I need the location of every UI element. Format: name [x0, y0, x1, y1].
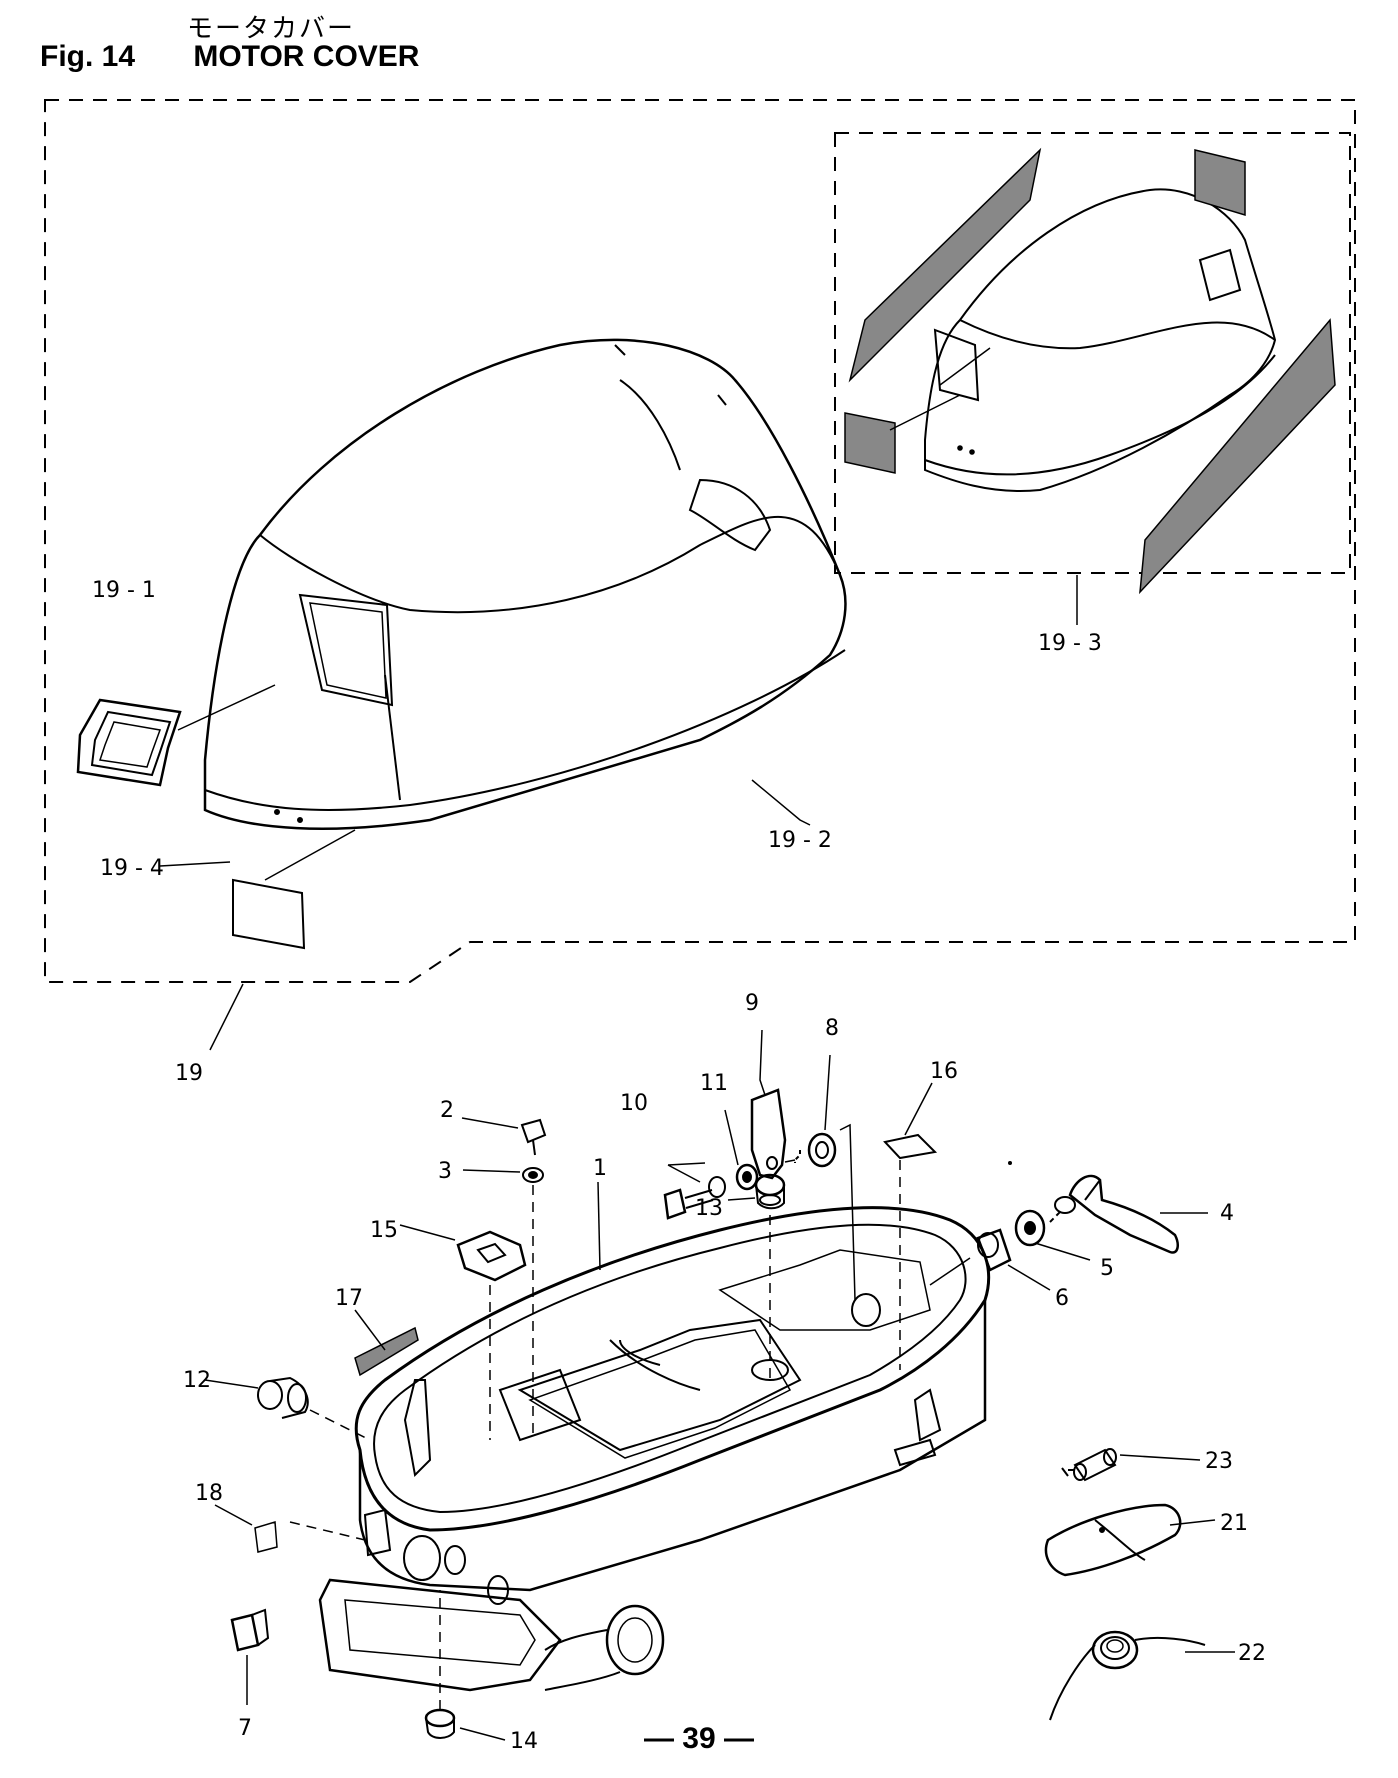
part-12-plug [204, 1376, 371, 1441]
japanese-title: モータカバー [187, 14, 356, 44]
callout-8: 8 [825, 1016, 839, 1041]
part-6-bush [929, 1228, 1051, 1291]
decal-top-right [1194, 149, 1246, 217]
callout-18: 18 [195, 1481, 223, 1506]
callout-12: 12 [183, 1368, 211, 1393]
part-3-washer [462, 1167, 544, 1440]
part-2-screw [461, 1117, 547, 1156]
callout-13: 13 [695, 1196, 723, 1221]
callout-19: 19 [175, 1061, 203, 1086]
part-15-grommet [399, 1224, 527, 1440]
part-17-label [354, 1309, 419, 1377]
callout-7: 7 [238, 1716, 252, 1741]
part-13-grommet [727, 1173, 786, 1385]
callout-3: 3 [438, 1159, 452, 1184]
callout-9: 9 [745, 991, 759, 1016]
top-cowling [203, 338, 847, 830]
figure-number: Fig. 14 [40, 40, 136, 73]
decal-left-upper [848, 147, 1042, 383]
callout-11: 11 [700, 1071, 728, 1096]
figure-title: MOTOR COVER [193, 40, 420, 73]
callout-23: 23 [1205, 1449, 1233, 1474]
part-14-grommet [424, 1590, 506, 1741]
decal-front-leader [889, 394, 961, 431]
callout-10: 10 [620, 1091, 648, 1116]
figure-heading: Fig. 14 MOTOR COVER [40, 40, 419, 74]
part-18-label [214, 1504, 366, 1553]
callout-16: 16 [930, 1059, 958, 1084]
callout-2: 2 [440, 1098, 454, 1123]
callout-1: 1 [593, 1156, 607, 1181]
part-11-washer [708, 1109, 759, 1198]
callout-19-2: 19 - 2 [768, 828, 832, 853]
part-7-damper [230, 1608, 270, 1705]
callout-15: 15 [370, 1218, 398, 1243]
leader-19 [209, 983, 244, 1051]
part-4-handle [1054, 1174, 1208, 1254]
part-8-seal [784, 1054, 856, 1301]
group-19-3-boundary [834, 132, 1351, 574]
part-9-lever [750, 1029, 787, 1180]
decal-cowling [924, 188, 1277, 492]
callout-14: 14 [510, 1729, 538, 1754]
decal-right-lower [1139, 318, 1336, 595]
part-19-4-label [159, 829, 356, 950]
callout-4: 4 [1220, 1201, 1234, 1226]
callout-22: 22 [1238, 1641, 1266, 1666]
callout-17: 17 [335, 1286, 363, 1311]
part-22-cord [1049, 1630, 1235, 1721]
part-5-washer [1014, 1209, 1091, 1261]
callout-6: 6 [1055, 1286, 1069, 1311]
part-19-1-grommet [76, 684, 276, 787]
leader-1 [597, 1181, 601, 1271]
part-21-pouch [1044, 1503, 1216, 1577]
part-23-sleeve [1061, 1448, 1201, 1482]
bottom-cowling [318, 1206, 991, 1692]
callout-19-1: 19 - 1 [92, 578, 156, 603]
leader-19-2 [751, 779, 811, 826]
page-number: — 39 — [643, 1722, 755, 1755]
callout-19-4: 19 - 4 [100, 856, 164, 881]
part-16-label [883, 1082, 938, 1370]
decal-front [844, 412, 896, 474]
group-19-boundary [44, 99, 1356, 983]
callout-19-3: 19 - 3 [1038, 631, 1102, 656]
callout-5: 5 [1100, 1256, 1114, 1281]
callout-21: 21 [1220, 1511, 1248, 1536]
part-10-bolt [663, 1162, 714, 1220]
